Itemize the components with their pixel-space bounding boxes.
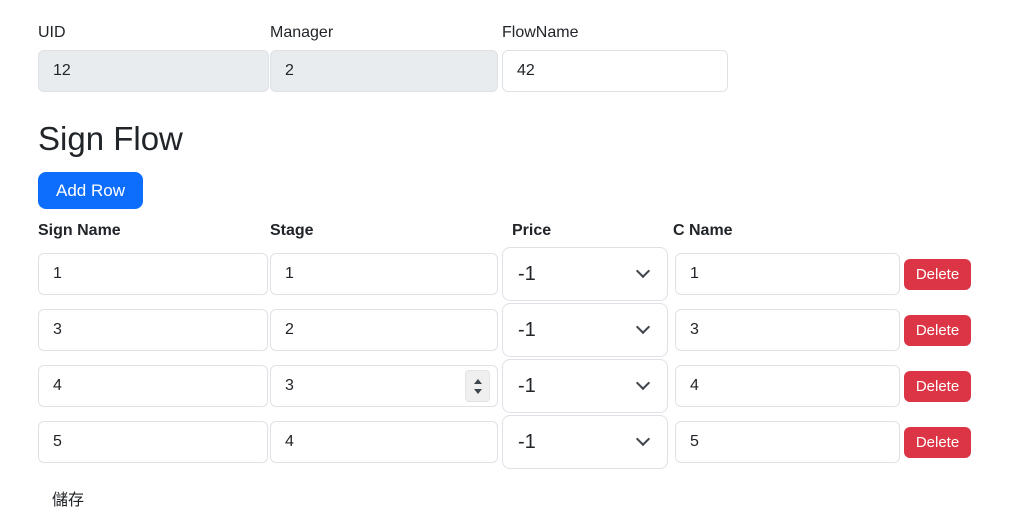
save-link[interactable]: 儲存 (52, 492, 85, 509)
column-header-stage: Stage (270, 222, 314, 239)
sign-flow-rows: -1 Delete -1 (38, 246, 1024, 470)
c-name-cell (675, 253, 900, 295)
stage-cell (270, 365, 498, 407)
stage-cell (270, 253, 498, 295)
table-row: -1 Delete (38, 302, 1024, 358)
number-stepper[interactable] (465, 370, 490, 402)
sign-name-input[interactable] (38, 421, 268, 463)
delete-button[interactable]: Delete (904, 258, 971, 290)
page-title: Sign Flow (38, 120, 183, 157)
c-name-cell (675, 421, 900, 463)
sign-name-cell (38, 365, 268, 407)
header-fields: UID Manager FlowName (38, 23, 1024, 92)
price-cell: -1 (502, 415, 668, 469)
delete-button[interactable]: Delete (904, 426, 971, 458)
flowname-field-group: FlowName (502, 23, 728, 92)
c-name-input[interactable] (675, 309, 900, 351)
add-row-button[interactable]: Add Row (38, 172, 143, 209)
column-headers: Sign Name Stage Price C Name (38, 221, 1024, 241)
uid-input (38, 50, 269, 92)
stage-input[interactable] (270, 421, 498, 463)
table-row: -1 Delete (38, 414, 1024, 470)
stage-input[interactable] (270, 365, 498, 407)
sign-name-input[interactable] (38, 253, 268, 295)
column-header-sign-name: Sign Name (38, 222, 121, 239)
c-name-cell (675, 365, 900, 407)
stepper-down-icon[interactable] (473, 388, 482, 394)
stage-input[interactable] (270, 309, 498, 351)
flowname-label: FlowName (502, 24, 579, 41)
c-name-cell (675, 309, 900, 351)
manager-input (270, 50, 498, 92)
price-cell: -1 (502, 247, 668, 301)
manager-field-group: Manager (270, 23, 498, 92)
price-select[interactable]: -1 (502, 303, 668, 357)
delete-button[interactable]: Delete (904, 314, 971, 346)
manager-label: Manager (270, 24, 334, 41)
stepper-up-icon[interactable] (473, 378, 482, 384)
column-header-c-name: C Name (673, 222, 733, 239)
page: UID Manager FlowName Sign Flow Add Row S… (38, 23, 1024, 509)
delete-button[interactable]: Delete (904, 370, 971, 402)
stage-cell (270, 421, 498, 463)
price-cell: -1 (502, 359, 668, 413)
price-select[interactable]: -1 (502, 359, 668, 413)
price-cell: -1 (502, 303, 668, 357)
column-header-price: Price (512, 222, 552, 239)
price-select[interactable]: -1 (502, 415, 668, 469)
price-select[interactable]: -1 (502, 247, 668, 301)
stage-cell (270, 309, 498, 351)
table-row: -1 Delete (38, 246, 1024, 302)
sign-name-cell (38, 421, 268, 463)
uid-field-group: UID (38, 23, 269, 92)
c-name-input[interactable] (675, 253, 900, 295)
c-name-input[interactable] (675, 365, 900, 407)
table-row: -1 Delete (38, 358, 1024, 414)
sign-name-input[interactable] (38, 365, 268, 407)
sign-name-input[interactable] (38, 309, 268, 351)
uid-label: UID (38, 24, 66, 41)
sign-name-cell (38, 253, 268, 295)
flowname-input[interactable] (502, 50, 728, 92)
stage-input[interactable] (270, 253, 498, 295)
sign-name-cell (38, 309, 268, 351)
c-name-input[interactable] (675, 421, 900, 463)
